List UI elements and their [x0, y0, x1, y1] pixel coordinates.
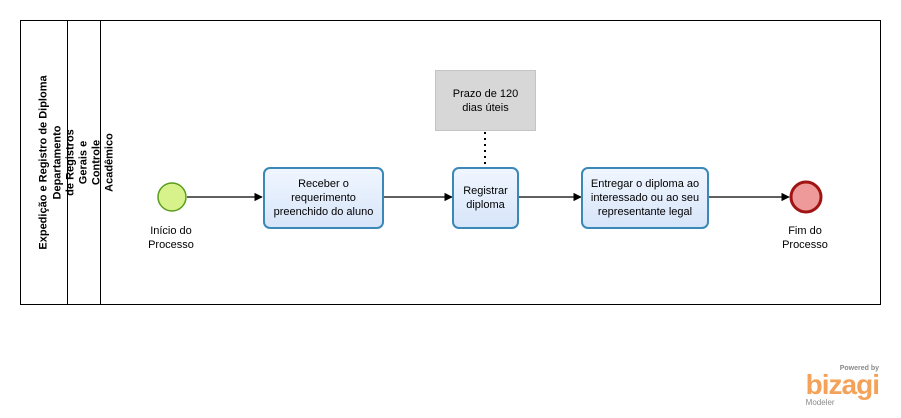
task-deliver-diploma[interactable]: Entregar o diploma ao interessado ou ao … — [581, 167, 709, 229]
start-event-label: Início do Processo — [148, 225, 194, 251]
end-event-label: Fim do Processo — [782, 225, 828, 251]
annotation-text: Prazo de 120 dias úteis — [452, 87, 519, 114]
start-event[interactable] — [157, 182, 187, 212]
pool-label-text: Expedição e Registro de Diploma — [37, 75, 50, 250]
lane-label-text: Departamento de Registros Gerais e Contr… — [51, 125, 116, 200]
modeler-text: Modeler — [805, 398, 835, 407]
powered-by-text: Powered by — [839, 365, 879, 372]
bizagi-logo: bizagi — [805, 369, 880, 400]
task-register-diploma[interactable]: Registrar diploma — [452, 167, 519, 229]
lane-label: Departamento de Registros Gerais e Contr… — [52, 21, 116, 304]
task-label: Entregar o diploma ao interessado ou ao … — [590, 178, 700, 218]
task-label: Registrar diploma — [463, 185, 508, 211]
end-event[interactable] — [789, 180, 823, 214]
text-annotation[interactable]: Prazo de 120 dias úteis — [435, 70, 536, 131]
task-receive-request[interactable]: Receber o requerimento preenchido do alu… — [263, 167, 384, 229]
task-label: Receber o requerimento preenchido do alu… — [273, 178, 374, 218]
bizagi-branding: Powered by bizagi Modeler — [805, 365, 880, 407]
pool-frame — [20, 20, 881, 305]
